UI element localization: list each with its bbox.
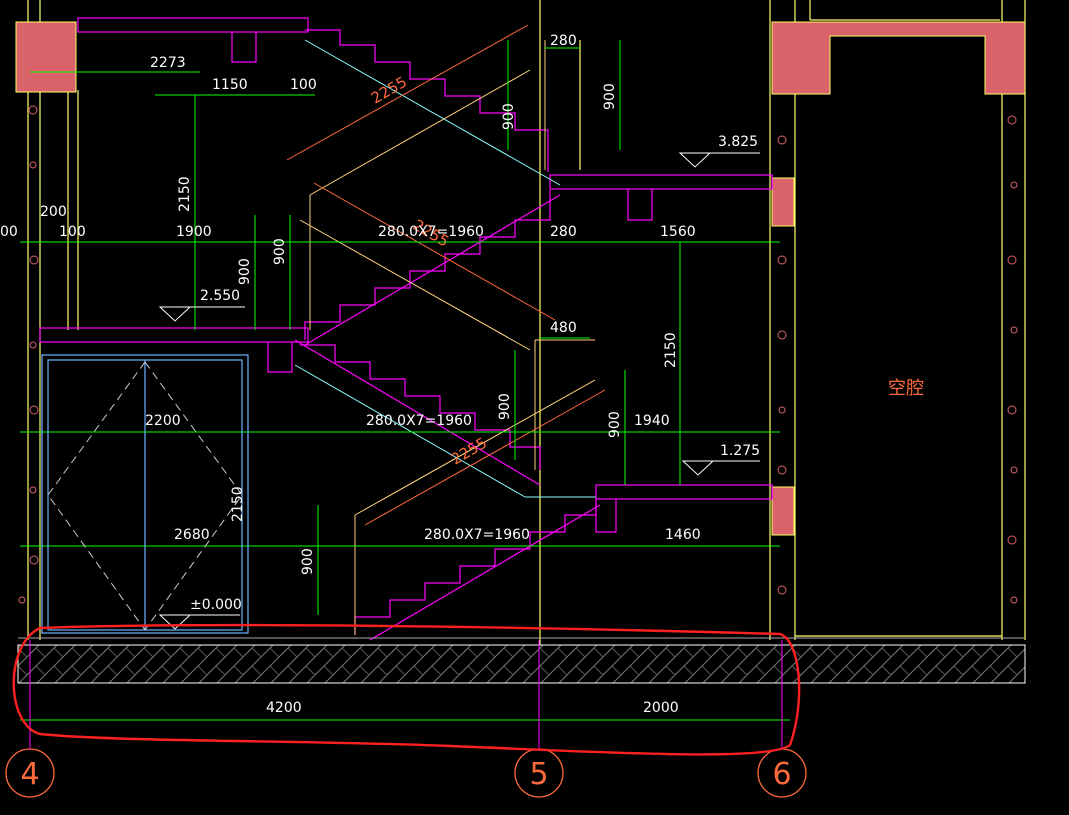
axis-label-5: 5: [529, 757, 548, 792]
wall-texture: [18, 105, 1018, 604]
dim-00: 00: [0, 224, 18, 240]
door-swing: [47, 361, 243, 631]
dim-2150b: 2150: [663, 332, 679, 368]
elevation-markers: [158, 152, 760, 630]
room-label-cavity: 空腔: [888, 378, 924, 399]
stair-flight-upper: [305, 29, 549, 172]
dim-1900: 1900: [176, 224, 212, 240]
dim-900d: 900: [497, 393, 513, 420]
dim-2150a: 2150: [177, 176, 193, 212]
stair-flight-mid: [300, 344, 541, 470]
ground-slab: [17, 644, 1026, 684]
dim-2680: 2680: [174, 527, 210, 543]
beam-blocks: [15, 21, 1026, 536]
dim-900c2: 900: [272, 238, 288, 265]
stair-outline: [294, 39, 596, 498]
dim-run-low: 280.0X7=1960: [424, 527, 530, 543]
axis-label-6: 6: [772, 757, 791, 792]
elev-1275: 1.275: [720, 443, 760, 459]
dim-900a: 900: [501, 103, 517, 130]
dimension-lines: [20, 40, 790, 730]
axis-label-4: 4: [20, 757, 39, 792]
inclined-dims: [286, 24, 606, 526]
dim-4200: 4200: [266, 700, 302, 716]
dim-1460: 1460: [665, 527, 701, 543]
dim-900e: 900: [607, 411, 623, 438]
floor-slabs: [39, 17, 773, 533]
walls: [27, 0, 1026, 645]
dim-900f: 900: [300, 548, 316, 575]
red-highlight-outline: [12, 623, 801, 756]
stair-flight-top: [304, 190, 551, 340]
dim-run-top: 280.0X7=1960: [378, 224, 484, 240]
elev-2550: 2.550: [200, 288, 240, 304]
dim-1150: 1150: [212, 77, 248, 93]
dim-900b: 900: [602, 83, 618, 110]
dim-2150c: 2150: [230, 486, 246, 522]
elev-0000: ±0.000: [190, 597, 242, 613]
dim-2000: 2000: [643, 700, 679, 716]
dim-900c: 900: [237, 258, 253, 285]
dim-100b: 100: [59, 224, 86, 240]
dim-100a: 100: [290, 77, 317, 93]
dim-200: 200: [40, 204, 67, 220]
dim-2273: 2273: [150, 55, 186, 71]
stair-flight-low: [354, 499, 597, 635]
dim-1940: 1940: [634, 413, 670, 429]
elev-3825: 3.825: [718, 134, 758, 150]
dim-run-mid: 280.0X7=1960: [366, 413, 472, 429]
dim-1560: 1560: [660, 224, 696, 240]
dim-2200: 2200: [145, 413, 181, 429]
dim-480: 480: [550, 320, 577, 336]
dim-280b: 280: [550, 224, 577, 240]
dim-280a: 280: [550, 33, 577, 49]
stair-flights: [294, 29, 601, 641]
